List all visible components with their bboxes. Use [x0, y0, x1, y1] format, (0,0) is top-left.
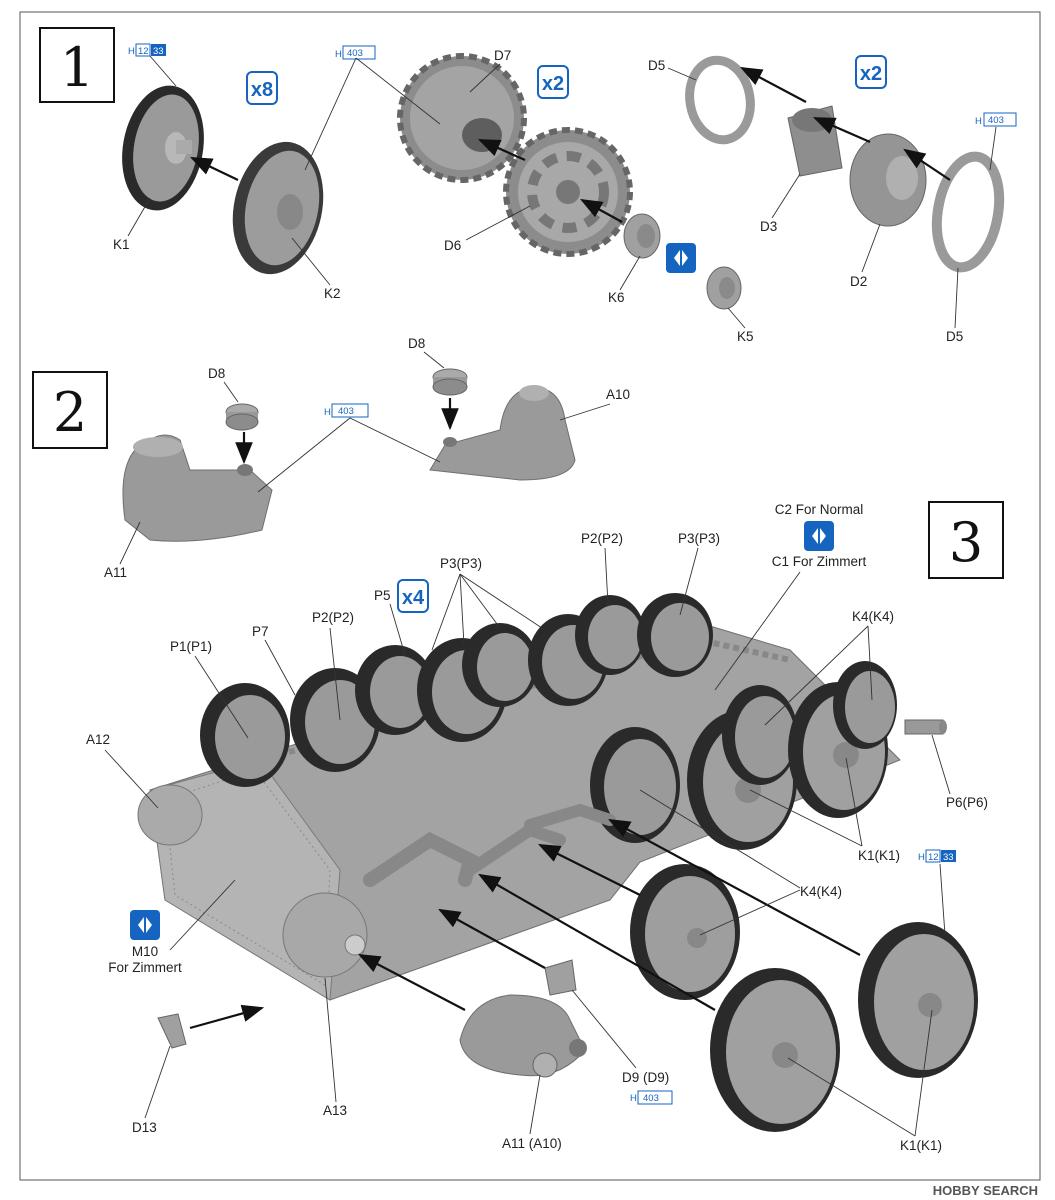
svg-text:x2: x2 — [542, 73, 564, 95]
svg-text:33: 33 — [153, 46, 164, 57]
label-k6: K6 — [608, 290, 625, 305]
paint-ref-k1: H 12 33 — [128, 43, 166, 57]
part-k5-cap — [706, 266, 742, 310]
svg-text:H: H — [324, 407, 331, 418]
label-k1: K1 — [113, 237, 130, 252]
label-d13: D13 — [132, 1120, 157, 1135]
label-p2-top: P2(P2) — [581, 531, 623, 546]
label-p6: P6(P6) — [946, 795, 988, 810]
svg-text:x8: x8 — [251, 79, 273, 101]
svg-text:x4: x4 — [402, 587, 425, 609]
label-k2: K2 — [324, 286, 341, 301]
near-wheels-installed — [590, 661, 947, 850]
step-3-number: 3 — [949, 511, 983, 574]
part-k1-loose-right — [858, 922, 978, 1078]
part-k6-cap — [623, 213, 661, 259]
paint-ref-d5: H 403 — [975, 112, 1017, 127]
part-d9 — [544, 959, 577, 996]
label-k5: K5 — [737, 329, 754, 344]
label-p5: P5 — [374, 588, 391, 603]
part-a12 — [137, 784, 203, 846]
part-k2-wheel — [232, 141, 324, 275]
watermark: HOBBY SEARCH — [933, 1183, 1038, 1198]
part-d3-hub — [787, 105, 843, 177]
label-d8-left: D8 — [208, 366, 225, 381]
part-d6-sprocket — [503, 127, 633, 257]
step-2-box: 2 — [32, 371, 108, 449]
paint-ref-k1-step3: H 12 33 — [918, 849, 956, 863]
label-d7: D7 — [494, 48, 511, 63]
quantity-badge-x8: x8 — [246, 71, 278, 105]
svg-text:403: 403 — [643, 1093, 659, 1104]
label-p2-left: P2(P2) — [312, 610, 354, 625]
label-k4-bottom: K4(K4) — [800, 884, 842, 899]
label-a11-a10: A11 (A10) — [502, 1136, 562, 1151]
option-c-zimmert: C1 For Zimmert — [772, 554, 867, 569]
part-k4-loose — [630, 864, 740, 1000]
label-d3: D3 — [760, 219, 777, 234]
label-p3-mid: P3(P3) — [440, 556, 482, 571]
step-3-box: 3 — [928, 501, 1004, 579]
svg-text:x2: x2 — [860, 63, 882, 85]
option-m10-part: M10 — [132, 944, 158, 959]
part-k1-loose-bottom — [710, 968, 840, 1132]
step-1-box: 1 — [39, 27, 115, 103]
quantity-badge-x2-sprocket: x2 — [537, 65, 569, 99]
svg-text:H: H — [975, 116, 982, 127]
quantity-badge-x2-hub: x2 — [855, 55, 887, 89]
svg-text:12: 12 — [928, 852, 939, 863]
label-d9: D9 (D9) — [622, 1070, 669, 1085]
label-k4-top: K4(K4) — [852, 609, 894, 624]
paint-ref-d9: H 403 — [630, 1090, 673, 1105]
svg-text:H: H — [335, 49, 342, 60]
part-d2-hub — [849, 133, 927, 227]
step-2-number: 2 — [53, 381, 87, 444]
label-d5-bottom: D5 — [946, 329, 963, 344]
part-d13 — [157, 1013, 187, 1049]
part-d8-left — [225, 403, 259, 431]
label-k1-bottom: K1(K1) — [900, 1138, 942, 1153]
option-swap-icon-step1 — [666, 243, 696, 273]
label-d8-right: D8 — [408, 336, 425, 351]
label-d6: D6 — [444, 238, 461, 253]
part-k1-wheel — [122, 85, 204, 211]
paint-ref-step2: H 403 — [324, 403, 369, 418]
part-d7-sprocket — [397, 53, 527, 183]
label-d5-top: D5 — [648, 58, 665, 73]
svg-text:12: 12 — [138, 46, 149, 57]
label-a11: A11 — [104, 565, 127, 580]
svg-text:403: 403 — [988, 115, 1004, 126]
part-a10-arm — [429, 385, 576, 481]
label-d2: D2 — [850, 274, 867, 289]
svg-text:H: H — [918, 852, 925, 863]
svg-text:403: 403 — [347, 48, 363, 59]
sheet-frame — [19, 11, 1041, 1181]
option-swap-icon-c — [804, 521, 834, 551]
step-1-number: 1 — [60, 36, 94, 99]
part-d5-ring-top — [685, 55, 755, 145]
option-m10-zimmert: For Zimmert — [108, 960, 182, 975]
part-d8-right — [432, 368, 468, 396]
label-a10: A10 — [606, 387, 630, 402]
label-p7: P7 — [252, 624, 269, 639]
label-p3-top: P3(P3) — [678, 531, 720, 546]
part-a11-a10-arm — [459, 994, 587, 1078]
part-a11-arm — [122, 434, 273, 542]
suspension-arms — [282, 803, 616, 978]
paint-ref-k2: H 403 — [335, 45, 376, 60]
svg-text:33: 33 — [943, 852, 954, 863]
svg-text:H: H — [128, 46, 135, 57]
svg-text:H: H — [630, 1093, 637, 1104]
option-c-normal: C2 For Normal — [775, 502, 864, 517]
far-wheels — [200, 593, 713, 787]
option-swap-icon-m10 — [130, 910, 160, 940]
quantity-badge-x4: x4 — [397, 579, 429, 613]
svg-text:403: 403 — [338, 406, 354, 417]
label-a12: A12 — [86, 732, 110, 747]
label-p1: P1(P1) — [170, 639, 212, 654]
label-a13: A13 — [323, 1103, 347, 1118]
part-d5-ring-bottom — [931, 151, 1005, 273]
label-k1-mid: K1(K1) — [858, 848, 900, 863]
